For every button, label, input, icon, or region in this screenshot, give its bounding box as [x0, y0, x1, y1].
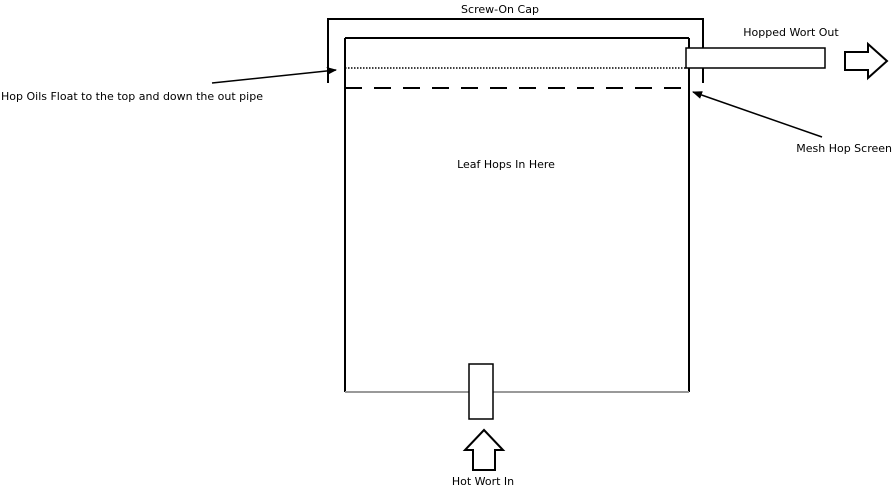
hopped-wort-out-label: Hopped Wort Out	[743, 26, 839, 39]
hot-wort-in-label: Hot Wort In	[452, 475, 514, 488]
screw-on-cap-outline	[327, 18, 704, 83]
inlet-arrow	[462, 428, 506, 471]
inlet-pipe	[468, 363, 494, 420]
hop-oils-pointer-arrow	[211, 66, 337, 84]
hop-oils-label: Hop Oils Float to the top and down the o…	[1, 90, 263, 103]
leaf-hops-label: Leaf Hops In Here	[457, 158, 555, 171]
mesh-hop-screen-label: Mesh Hop Screen	[796, 142, 892, 155]
outlet-pipe	[685, 47, 826, 69]
mesh-screen-pointer-arrow	[692, 91, 823, 138]
outlet-arrow	[844, 41, 889, 81]
screw-on-cap-label: Screw-On Cap	[461, 3, 539, 16]
